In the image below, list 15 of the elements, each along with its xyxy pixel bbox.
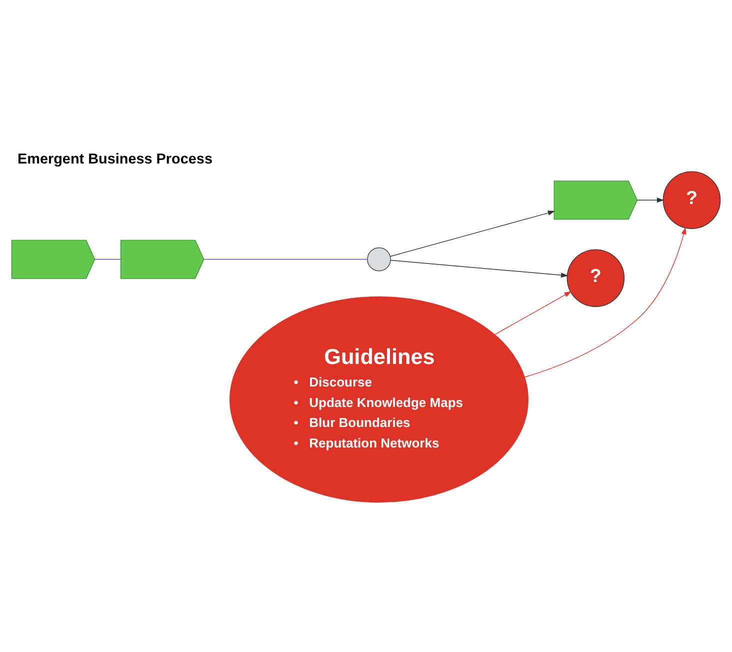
connector xyxy=(94,258,122,260)
arrow xyxy=(390,260,568,278)
arrow xyxy=(637,198,664,203)
node-circle xyxy=(367,247,391,272)
node-ellipse: Guidelines • Discourse • Update Knowledge Maps • Blur Boundaries • Reputation Networks xyxy=(230,296,528,503)
node-pentagon xyxy=(554,180,638,220)
node-circle: ? xyxy=(566,249,625,307)
arrow xyxy=(390,210,556,257)
node-circle: ? xyxy=(662,171,721,229)
arrow xyxy=(494,291,572,335)
diagram-title: Emergent Business Process xyxy=(18,152,212,168)
arrow xyxy=(524,227,686,378)
connector xyxy=(204,258,368,260)
node-pentagon xyxy=(11,240,96,279)
node-pentagon xyxy=(120,240,204,279)
